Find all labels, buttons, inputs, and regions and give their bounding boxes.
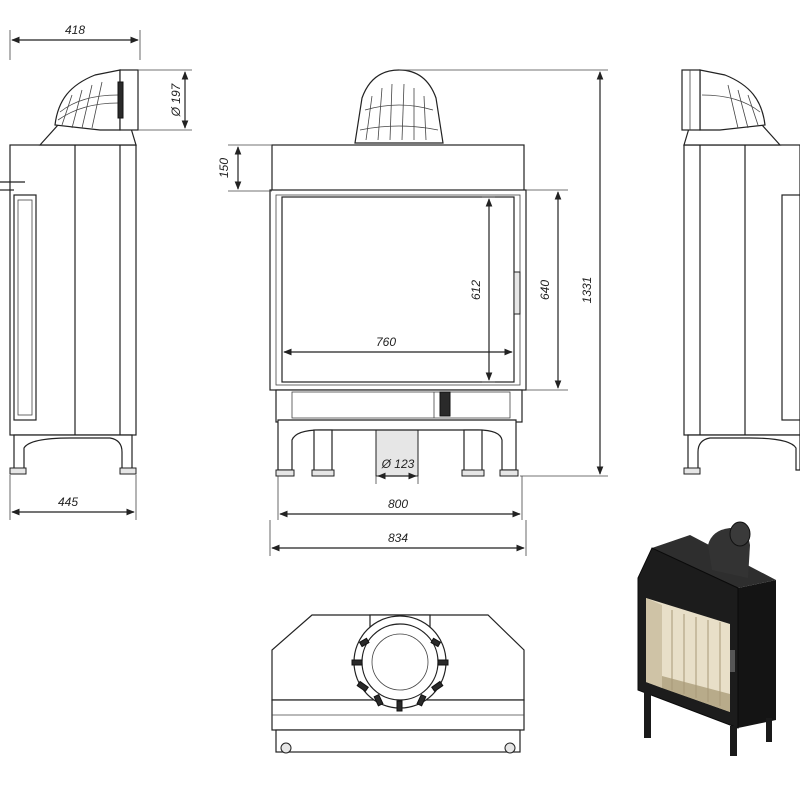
dim-label-445: 445: [58, 495, 78, 509]
fireplace-3d-render: [637, 521, 776, 756]
dim-label-123: Ø 123: [381, 457, 415, 471]
dim-1331: 1331: [399, 69, 608, 477]
dim-label-1331: 1331: [580, 277, 594, 304]
right-side-view: [681, 69, 800, 475]
dim-445: 445: [9, 475, 137, 520]
dim-flue-197: Ø 197: [138, 69, 192, 131]
dim-150: 150: [217, 144, 272, 192]
dim-label-834: 834: [388, 531, 408, 545]
dim-label-800: 800: [388, 497, 408, 511]
dim-label-612: 612: [469, 280, 483, 300]
left-side-view: [0, 69, 139, 475]
front-view: [269, 69, 527, 477]
dim-418: 418: [9, 23, 141, 60]
dim-label-640: 640: [538, 280, 552, 300]
dim-834: 834: [269, 520, 527, 556]
dim-800: 800: [277, 476, 523, 520]
top-view: [271, 614, 525, 754]
dim-label-150: 150: [217, 158, 231, 178]
dim-air-inlet-123: Ø 123: [375, 457, 419, 484]
dim-640: 640: [526, 189, 568, 391]
dim-label-760: 760: [376, 335, 396, 349]
dim-760: 760: [283, 335, 513, 356]
dim-label-197: Ø 197: [169, 82, 183, 117]
dim-label-418: 418: [65, 23, 85, 37]
